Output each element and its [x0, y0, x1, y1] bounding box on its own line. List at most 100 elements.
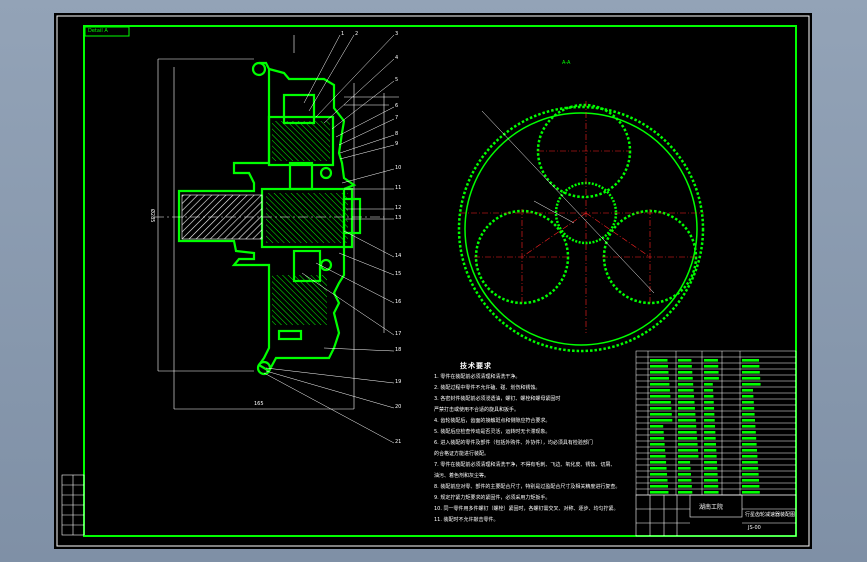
- parts-list-entry-mark: [742, 365, 760, 368]
- parts-list-entry-mark: [650, 473, 668, 476]
- outer-border: [56, 15, 810, 547]
- part-callout-number: 14: [395, 253, 402, 259]
- parts-list-entry-mark: [650, 485, 668, 488]
- note-line: 1. 零件在装配前必须清理和清洗干净。: [434, 374, 521, 380]
- parts-list-entry-mark: [742, 479, 759, 482]
- parts-list-entry-mark: [704, 455, 717, 458]
- note-line: 7. 零件在装配前必须清理和清洗干净，不得有毛刺、飞边、氧化皮、锈蚀、切屑、: [434, 462, 616, 468]
- parts-list-entry-mark: [742, 419, 755, 422]
- parts-list-entry-mark: [704, 395, 714, 398]
- dim-overall-height: Ø285: [149, 209, 155, 223]
- parts-list-entry-mark: [678, 461, 691, 464]
- parts-list-entry-mark: [650, 443, 665, 446]
- parts-list-entry-mark: [742, 401, 754, 404]
- part-callout-number: 13: [395, 215, 402, 221]
- parts-list-entry-mark: [650, 467, 667, 470]
- parts-list-entry-mark: [678, 467, 691, 470]
- parts-list-entry-mark: [704, 383, 713, 386]
- parts-list-entry-mark: [704, 371, 719, 374]
- note-line: 11. 装配时不允许敲击零件。: [434, 517, 499, 523]
- parts-list-entry-mark: [704, 479, 718, 482]
- section-view: [154, 34, 399, 444]
- top-view-label: Detail A: [88, 28, 108, 34]
- parts-list-entry-mark: [678, 449, 699, 452]
- parts-list-entry-mark: [678, 473, 691, 476]
- parts-list-entry-mark: [678, 413, 696, 416]
- parts-list-entry-mark: [650, 383, 670, 386]
- parts-list-entry-mark: [742, 413, 755, 416]
- dim-overall-length: 165: [254, 401, 264, 407]
- parts-list-entry-mark: [742, 437, 757, 440]
- parts-list-entry-mark: [704, 485, 719, 488]
- note-line: 3. 各密封件装配前必须浸透油，螺钉、螺栓和螺母紧固时: [434, 396, 561, 402]
- parts-list-entry-mark: [704, 413, 715, 416]
- part-callout-number: 18: [395, 347, 402, 353]
- parts-list-entry-mark: [678, 407, 695, 410]
- parts-list-entry-mark: [742, 377, 761, 380]
- parts-list-entry-mark: [742, 407, 755, 410]
- title-block-drawing-name: 行星齿轮减速器装配图: [745, 512, 796, 518]
- parts-list-entry-mark: [704, 401, 714, 404]
- parts-list-entry-mark: [678, 359, 692, 362]
- note-line: 严禁打击或使用不合适的旋具和扳手。: [434, 407, 520, 413]
- part-callout-number: 17: [395, 331, 402, 337]
- assembly-drawing: [56, 15, 810, 547]
- note-line: 4. 齿轮装配后，齿面的接触斑点和侧隙应符合要求。: [434, 418, 551, 424]
- title-block-school: 湖南工院: [699, 504, 724, 511]
- part-callout-number: 11: [395, 185, 402, 191]
- parts-list-entry-mark: [742, 473, 759, 476]
- note-line: 10. 同一零件用多件螺钉（螺栓）紧固时，各螺钉需交叉、对称、逐步、均匀拧紧。: [434, 506, 619, 512]
- parts-list-entry-mark: [678, 425, 697, 428]
- parts-list-entry-mark: [704, 437, 716, 440]
- parts-list-entry-mark: [704, 407, 715, 410]
- parts-list-entry-mark: [704, 419, 715, 422]
- parts-list-entry-mark: [742, 449, 757, 452]
- parts-list-entry-mark: [704, 425, 716, 428]
- parts-list-entry-mark: [650, 359, 668, 362]
- parts-list-entry-mark: [650, 425, 664, 428]
- parts-list-entry-mark: [678, 419, 696, 422]
- parts-list-entry-mark: [742, 443, 757, 446]
- parts-list-entry-mark: [650, 491, 669, 494]
- parts-list-entry-mark: [678, 377, 693, 380]
- title-block-drawing-no: JS-00: [748, 525, 761, 531]
- note-line: 6. 进入装配的零件及部件（包括外购件、外协件），均必须具有检验部门: [434, 440, 593, 446]
- part-callout-number: 8: [395, 131, 399, 137]
- gear-train-view: [457, 101, 705, 353]
- parts-list-entry-mark: [704, 491, 719, 494]
- note-line: 9. 规定拧紧力矩要求的紧固件，必须采用力矩扳手。: [434, 495, 551, 501]
- note-line: 5. 装配后应检查传动是否灵活，运转时无卡滞现象。: [434, 429, 551, 435]
- parts-list-entry-mark: [742, 455, 758, 458]
- parts-list-entry-mark: [742, 431, 756, 434]
- parts-list-entry-mark: [650, 479, 668, 482]
- parts-list-entry-mark: [742, 359, 759, 362]
- parts-list-entry-mark: [742, 467, 759, 470]
- part-callout-number: 5: [395, 77, 399, 83]
- parts-list-entry-mark: [650, 389, 670, 392]
- parts-list-entry-mark: [678, 395, 695, 398]
- parts-list-entry-mark: [742, 461, 758, 464]
- parts-list-entry-mark: [742, 389, 753, 392]
- parts-list-table: [635, 350, 797, 496]
- parts-list-entry-mark: [742, 425, 756, 428]
- top-label-box: [84, 26, 130, 37]
- parts-list-entry-mark: [650, 377, 669, 380]
- ring-gear-root: [464, 112, 698, 346]
- note-line: 2. 装配过程中零件不允许磕、碰、划伤和锈蚀。: [434, 385, 541, 391]
- parts-list-entry-mark: [650, 431, 664, 434]
- parts-list-entry-mark: [650, 395, 671, 398]
- parts-list-entry-mark: [704, 473, 718, 476]
- parts-list-entry-mark: [650, 455, 666, 458]
- ring-gear-teeth: [457, 105, 705, 353]
- parts-list-entry-mark: [650, 407, 672, 410]
- part-callout-number: 1: [341, 31, 345, 37]
- part-callout-number: 21: [395, 439, 402, 445]
- parts-list-entry-mark: [678, 383, 694, 386]
- part-callout-number: 3: [395, 31, 399, 37]
- inner-border: [83, 25, 797, 537]
- parts-list-text: [650, 359, 761, 494]
- parts-list-entry-mark: [678, 443, 698, 446]
- parts-list-entry-mark: [704, 467, 718, 470]
